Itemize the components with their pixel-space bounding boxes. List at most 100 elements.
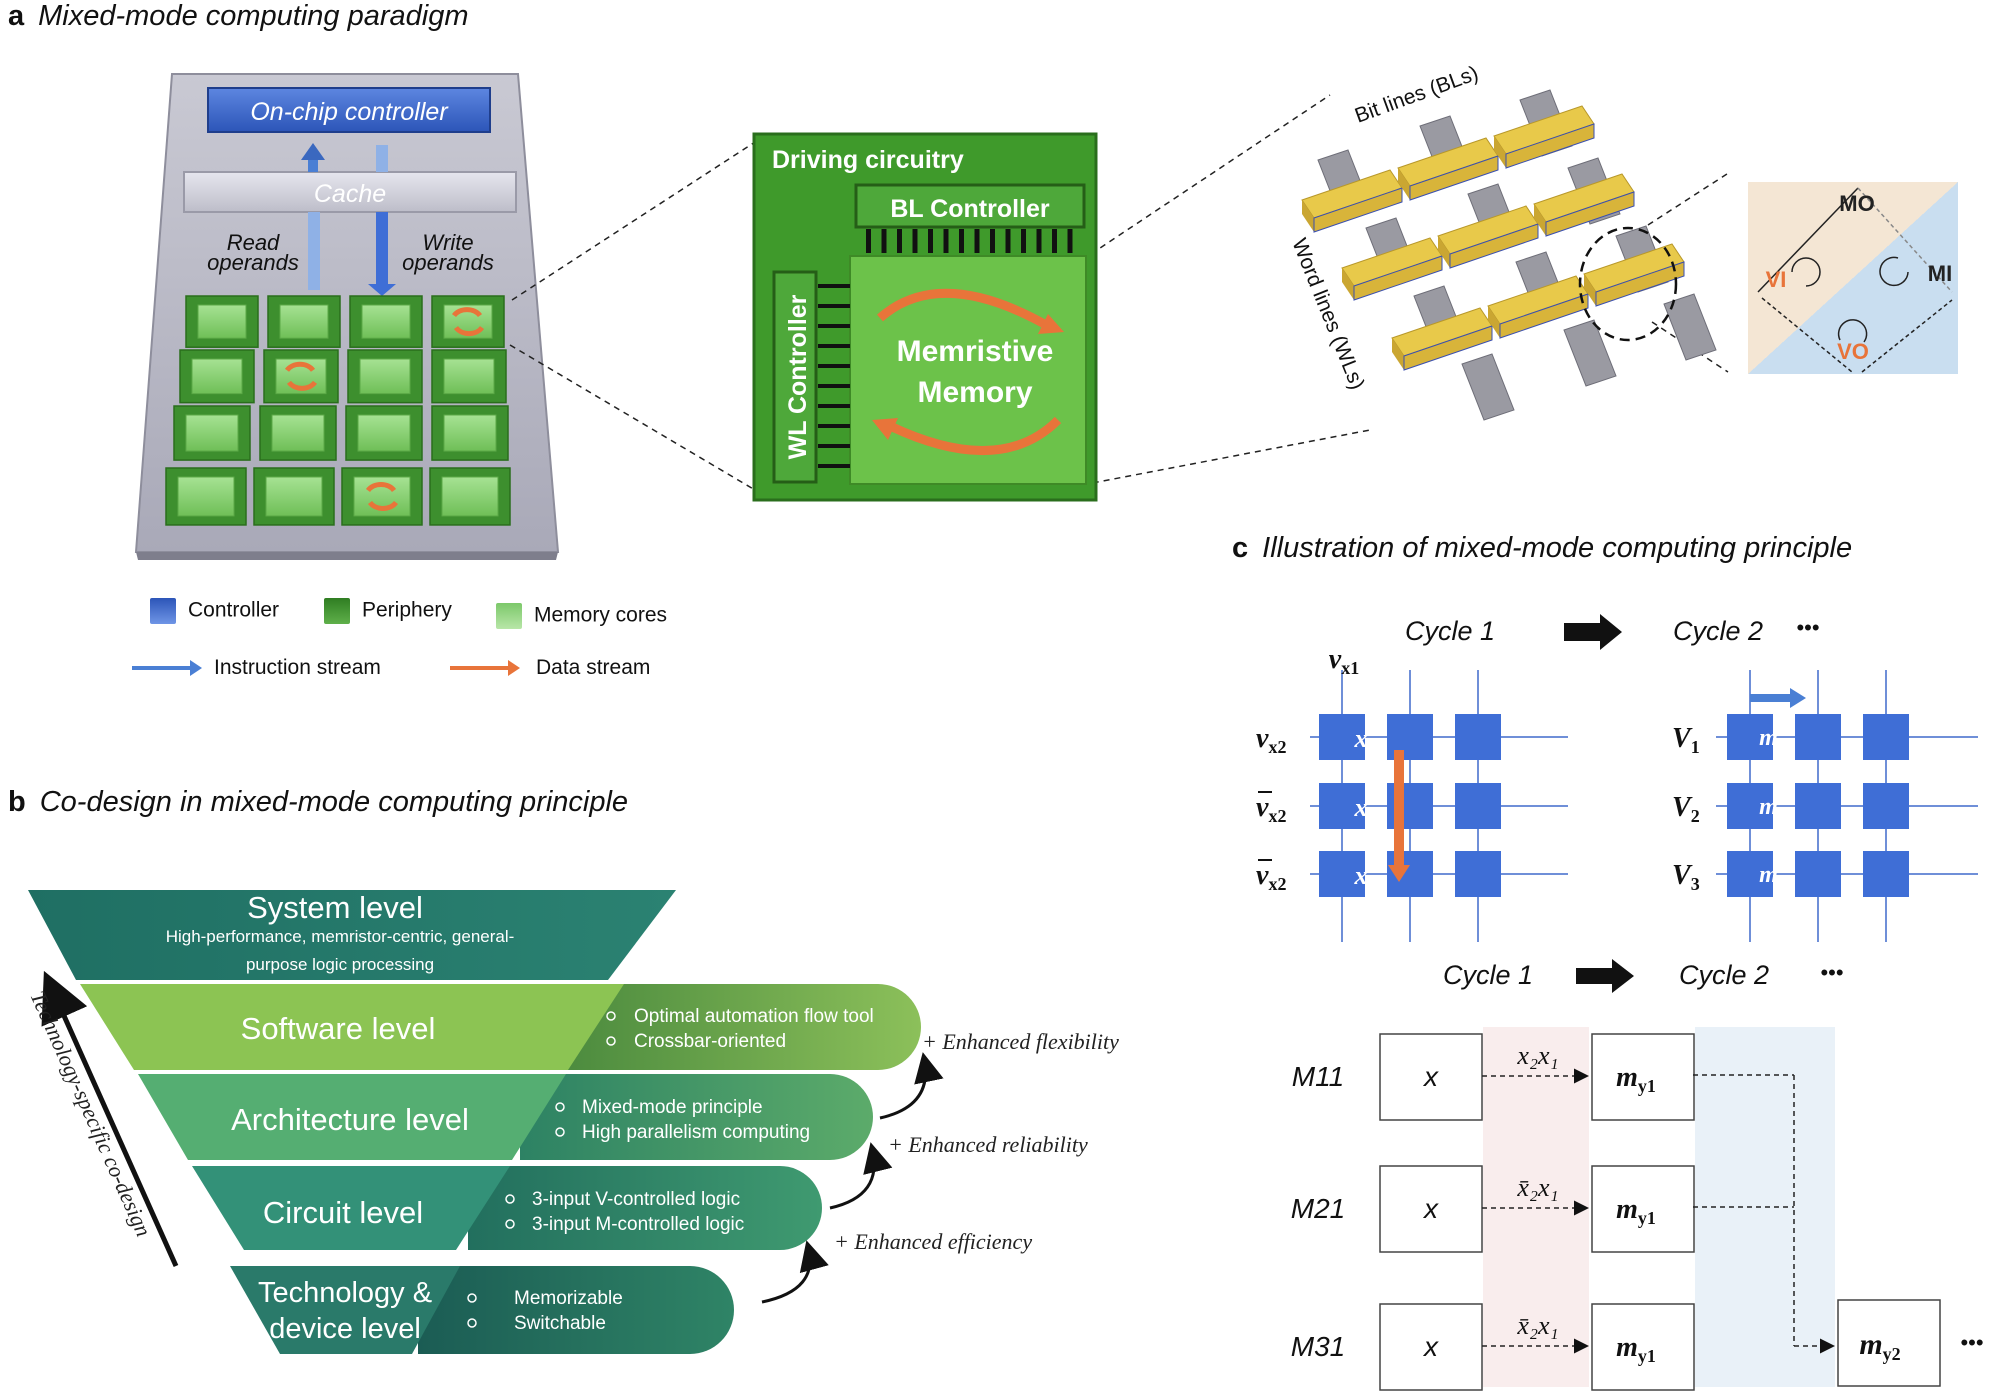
mode-edge-mo (1757, 187, 1859, 293)
panel-a-title-text: Mixed-mode computing paradigm (38, 0, 469, 32)
crossbar-row-label-left-sub: x2 (1268, 874, 1286, 894)
bl-tick (1036, 229, 1042, 253)
mode-square-bg (1748, 182, 1958, 374)
wl-ticks (818, 284, 850, 468)
crossbar-cell (1795, 851, 1841, 897)
write-label-2: operands (402, 250, 494, 275)
system-level-desc-2: purpose logic processing (246, 955, 434, 974)
legend-periphery: Periphery (324, 598, 452, 624)
driving-label: Driving circuitry (772, 146, 964, 174)
crossbar-cell (1455, 851, 1501, 897)
word-line-side (1398, 168, 1410, 200)
architecture-pill (520, 1074, 873, 1160)
memory-data-arrowhead-bottom (872, 418, 898, 440)
write-arrow-stem (376, 212, 388, 284)
technology-level-band (230, 1266, 460, 1354)
mode-mi-label: MI (1928, 261, 1952, 286)
crossbar-row-label-right: V3 (1672, 860, 1700, 894)
bl-tick (866, 229, 871, 253)
memory-core (443, 358, 495, 395)
bit-lines-label: Bit lines (BLs) (1352, 62, 1482, 128)
memory-core (441, 476, 499, 517)
bl-tick (928, 229, 933, 253)
flow-input-box (1379, 1303, 1483, 1391)
crossbar-cell (1795, 783, 1841, 829)
circuit-pill (468, 1166, 822, 1250)
flow-output-box (1591, 1165, 1695, 1253)
memory-data-arrow-top (877, 289, 1051, 330)
flow-input-label: x (1422, 1193, 1439, 1224)
c-dots-bottom: ••• (1960, 1330, 1983, 1355)
memory-core (177, 476, 235, 517)
mode-mi-loop-icon (1879, 256, 1909, 287)
mode-vo-loop-icon (1837, 319, 1868, 343)
panel-c-letter: c (1232, 532, 1249, 564)
word-line-side (1584, 274, 1596, 306)
software-bullet-1: Optimal automation flow tool (634, 1006, 874, 1027)
crossbar-cell (1455, 783, 1501, 829)
architecture-bullet-2-icon (555, 1127, 565, 1137)
legend-memory-label: Memory cores (534, 603, 668, 627)
cache-shape (183, 171, 517, 213)
flow-input-label: x (1422, 1331, 1439, 1362)
circuit-bullet-2-icon (505, 1219, 515, 1229)
data-stream-icon (284, 361, 316, 372)
bl-tick (881, 229, 887, 253)
crossbar-row-label-right-sub: 3 (1691, 874, 1700, 894)
c-flow-cycle2: Cycle 2 (1679, 960, 1769, 990)
zoom-line-right-top (1081, 94, 1331, 261)
data-stream-icon (367, 500, 399, 511)
flow-final-out: my2 (1859, 1328, 1900, 1364)
memory-data-arrowhead-top (1038, 314, 1064, 334)
bl-tick (943, 229, 949, 253)
memory-core (361, 304, 411, 339)
c-cycle-arrow-bottom (1576, 959, 1634, 993)
crossbar-row-label-right-sub: 1 (1691, 737, 1700, 757)
word-line-front (1499, 293, 1589, 339)
crossbar-row-label-left: vx2 (1256, 860, 1286, 894)
memory-label-2: Memory (917, 376, 1032, 409)
flow-row-name: M21 (1291, 1193, 1345, 1224)
write-label-1: Write (422, 230, 473, 255)
word-line-front (1403, 325, 1493, 371)
mode-vi-loop-icon (1791, 257, 1821, 287)
mode-edge-vo (1861, 299, 1953, 373)
gain-arrow-3 (879, 1052, 944, 1120)
c-cycle1: Cycle 1 (1405, 616, 1495, 646)
crossbar-cell (1727, 714, 1773, 760)
circuit-bullet-2: 3-input M-controlled logic (532, 1214, 744, 1235)
controller-block (207, 87, 491, 133)
instruction-arrows (301, 143, 396, 296)
memory-core (197, 304, 247, 339)
crossbar-row-label-right: V1 (1672, 723, 1700, 757)
crossbar-cell (1387, 714, 1433, 760)
flow-output-sub: y1 (1638, 1208, 1656, 1228)
wl-tick (818, 384, 850, 388)
legend-instruction-stream: Instruction stream (132, 656, 381, 680)
circuit-gain: + Enhanced efficiency (834, 1229, 1032, 1254)
bit-line-segment (1563, 319, 1617, 387)
crossbar-cell (1727, 851, 1773, 897)
crossbar-cell (1863, 714, 1909, 760)
software-level-title: Software level (241, 1011, 436, 1046)
data-stream-icon (286, 380, 318, 391)
bit-line-segment (1663, 293, 1717, 361)
mode-square: MO MI VI VO (1748, 182, 1958, 374)
bl-tick (1021, 229, 1026, 253)
legend-periphery-label: Periphery (362, 598, 452, 622)
memory-core (271, 414, 325, 452)
software-bullet-2: Crossbar-oriented (634, 1031, 786, 1052)
flow-input-box (1379, 1165, 1483, 1253)
memory-label-1: Memristive (897, 335, 1054, 368)
wl-tick (818, 424, 850, 428)
legend-periphery-swatch (324, 598, 350, 624)
flow-final-box (1837, 1299, 1941, 1387)
flow-band-cycle1 (1483, 1027, 1589, 1387)
crossbar-cell-m-sub: y1 (1778, 739, 1793, 755)
zoom-line-bottom (509, 344, 756, 491)
wl-tick (818, 344, 850, 348)
bl-tick (1005, 229, 1011, 253)
crossbar-bars (1301, 89, 1717, 421)
